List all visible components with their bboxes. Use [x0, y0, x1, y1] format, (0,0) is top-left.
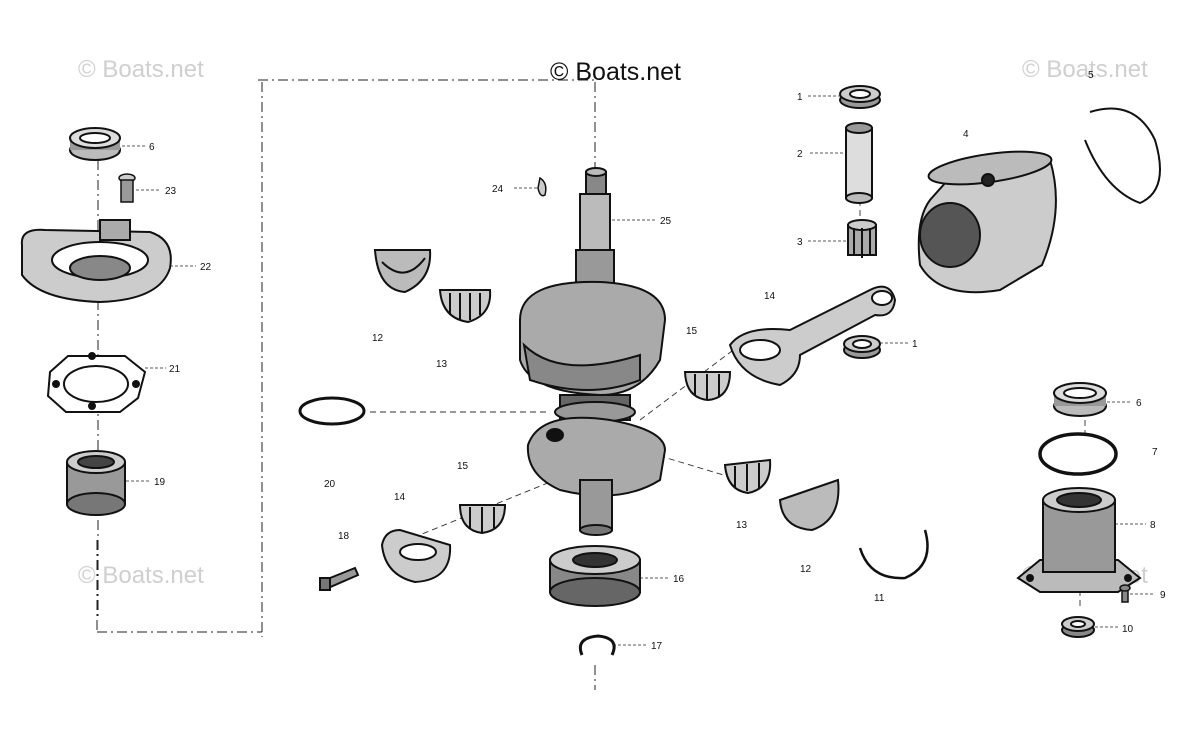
watermark-main: © Boats.net [550, 58, 681, 86]
needle-cage-part-13-upper [438, 289, 492, 324]
callout-6-right: 6 [1136, 398, 1142, 409]
piston-part-4 [917, 150, 1057, 294]
screw-part-9 [1119, 584, 1131, 603]
callout-11: 11 [874, 593, 885, 604]
callout-25: 25 [660, 216, 672, 227]
callout-6-left: 6 [149, 142, 155, 153]
watermark-top-left: © Boats.net [78, 56, 204, 83]
callout-5: 5 [1088, 70, 1094, 81]
callout-4: 4 [963, 129, 969, 140]
bearing-housing-part-8 [1016, 487, 1142, 593]
crankshaft-part-25 [519, 167, 667, 536]
ball-bearing-part-16 [549, 545, 641, 607]
connecting-rod-part-14-upper [728, 285, 897, 387]
callout-9: 9 [1160, 590, 1166, 601]
callout-labels: 6 23 22 21 19 24 25 12 13 20 14 15 18 16… [149, 70, 1166, 652]
snap-ring-part-17 [578, 634, 616, 656]
callout-8: 8 [1150, 520, 1156, 531]
key-part-24 [537, 176, 547, 197]
callout-24: 24 [492, 184, 504, 195]
stator-plate-part-22 [20, 219, 172, 304]
seal-ring-part-6-left [69, 127, 121, 161]
seal-ring-part-20 [298, 396, 366, 426]
callout-14-upper: 14 [764, 291, 776, 302]
callout-10: 10 [1122, 624, 1134, 635]
seal-part-10 [1061, 616, 1095, 638]
callout-12-upper: 12 [372, 333, 384, 344]
callout-1-lower: 1 [912, 339, 918, 350]
callout-7: 7 [1152, 447, 1158, 458]
callout-20: 20 [324, 479, 336, 490]
gasket-part-21 [46, 352, 147, 413]
needle-cage-part-15-upper [683, 371, 732, 402]
seal-ring-part-6-right [1053, 382, 1107, 417]
piston-ring-part-5 [1084, 107, 1161, 205]
callout-17: 17 [651, 641, 663, 652]
needle-bearing-part-3 [847, 219, 877, 258]
bearing-shell-part-12-upper [373, 249, 432, 294]
callout-12-lower: 12 [800, 564, 812, 575]
callout-15-upper: 15 [686, 326, 698, 337]
watermark-bottom-left: © Boats.net [78, 562, 204, 589]
bolt-part-18 [319, 566, 360, 591]
bushing-part-1-lower [843, 335, 881, 359]
rod-cap-part-14-lower [380, 528, 452, 584]
callout-18: 18 [338, 531, 350, 542]
callout-23: 23 [165, 186, 177, 197]
callout-13-upper: 13 [436, 359, 448, 370]
callout-19: 19 [154, 477, 166, 488]
bearing-shell-part-12-lower [778, 478, 840, 532]
callout-1-top: 1 [797, 92, 803, 103]
callout-16: 16 [673, 574, 685, 585]
callout-15-lower: 15 [457, 461, 469, 472]
needle-cage-part-15-lower [458, 504, 507, 535]
watermark-top-right: © Boats.net [1022, 56, 1148, 83]
bolt-part-23 [118, 173, 136, 203]
callout-3: 3 [797, 237, 803, 248]
bearing-part-19 [66, 450, 126, 516]
callout-leaders [122, 95, 1155, 646]
callout-14-lower: 14 [394, 492, 406, 503]
assembly-frame-lines [96, 79, 596, 690]
needle-cage-part-13-lower [723, 458, 772, 495]
snap-ring-part-11 [858, 529, 929, 580]
callout-2: 2 [797, 149, 803, 160]
bushing-part-1-top [839, 85, 881, 109]
o-ring-part-7 [1038, 432, 1118, 476]
callout-22: 22 [200, 262, 212, 273]
callout-21: 21 [169, 364, 181, 375]
callout-13-lower: 13 [736, 520, 748, 531]
wrist-pin-part-2 [845, 122, 873, 204]
